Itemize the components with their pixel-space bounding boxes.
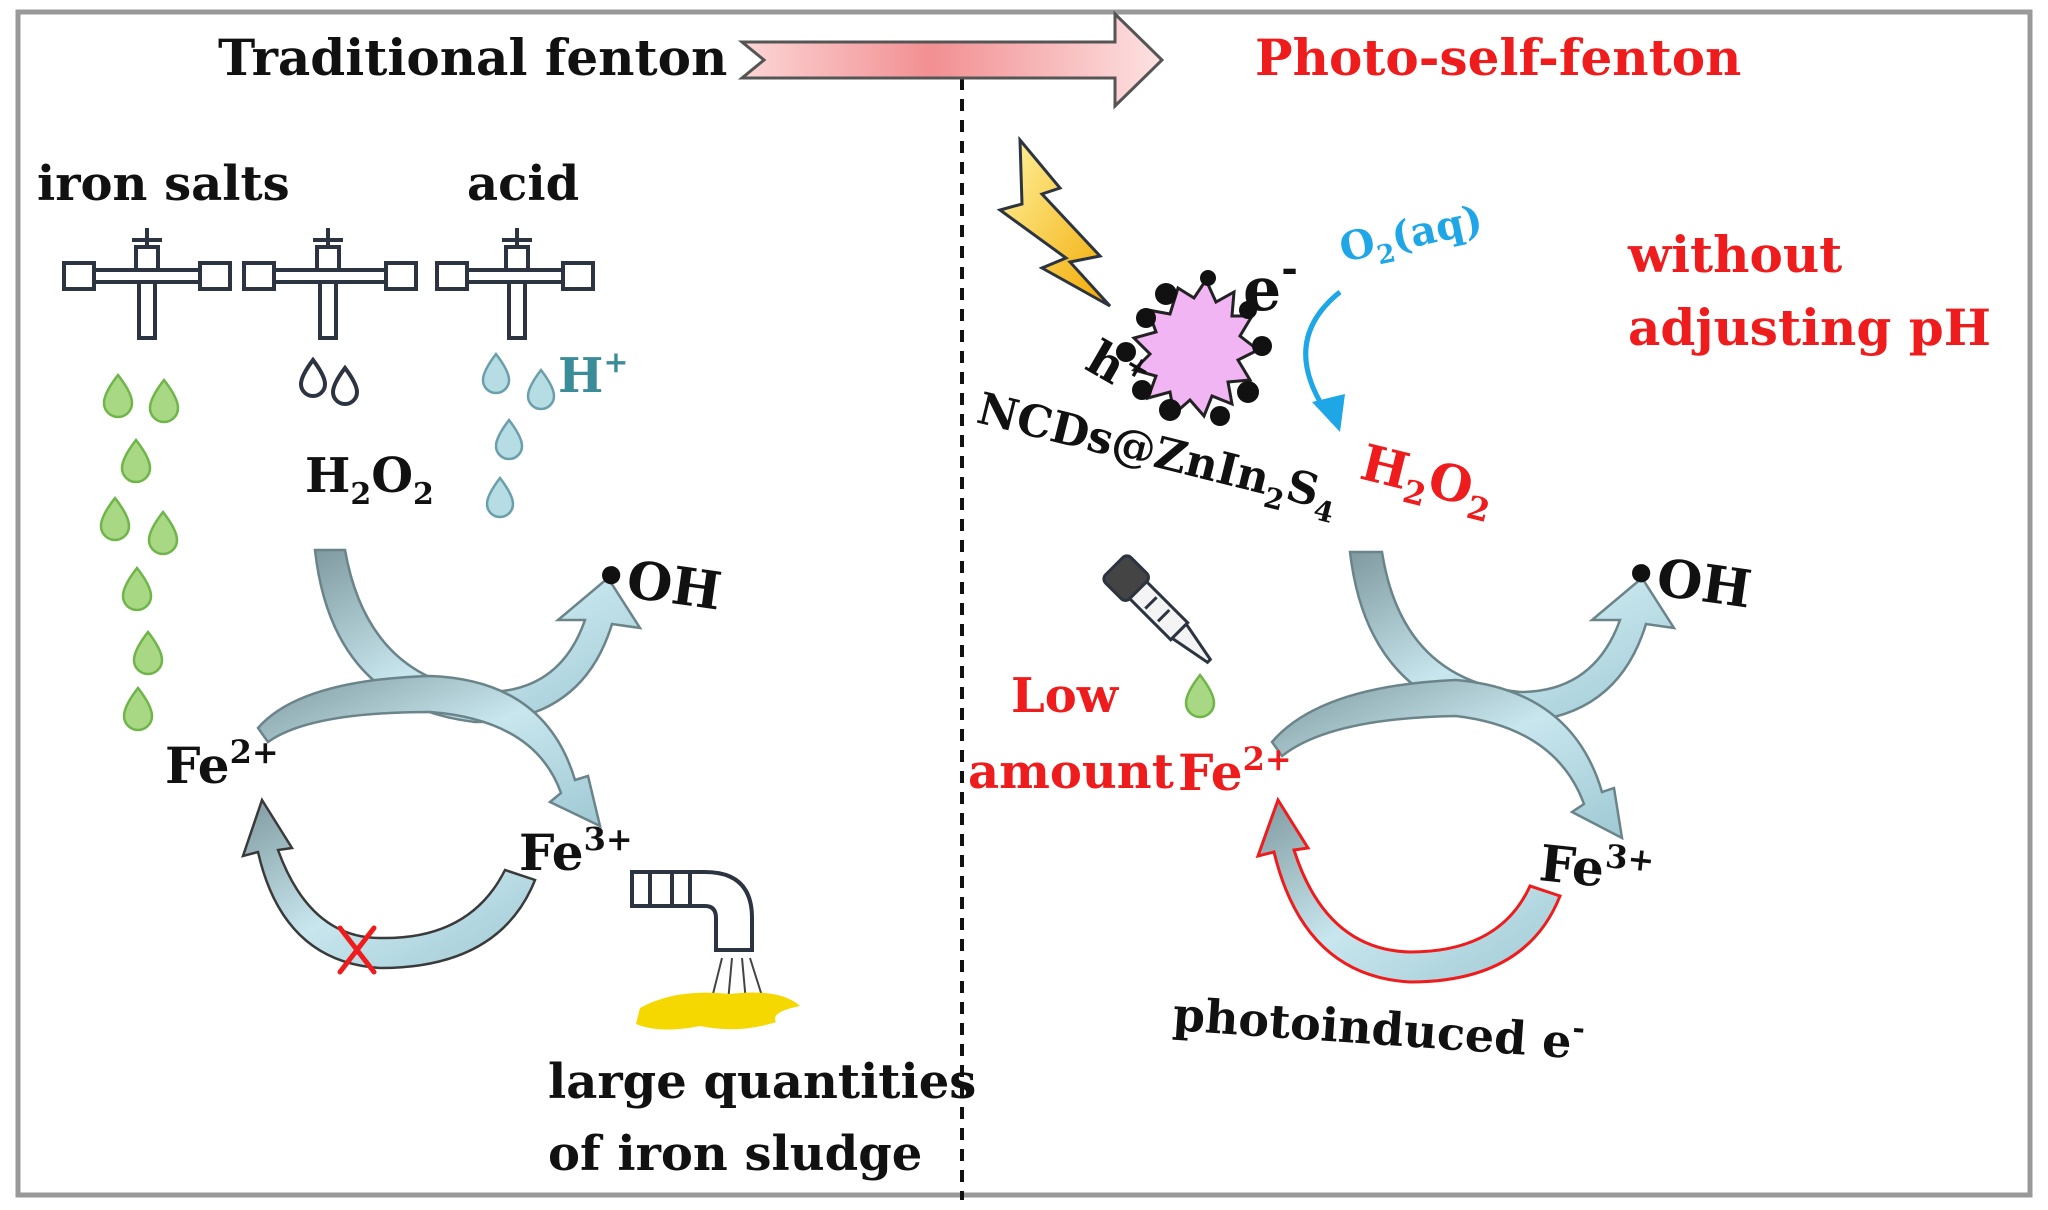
lightning-bolt-icon — [996, 135, 1112, 308]
droplet-icon — [147, 509, 179, 556]
note-line1: without — [1627, 225, 1842, 284]
label-fe3-left: Fe3+ — [519, 820, 633, 882]
o2-to-h2o2-arrow — [1303, 290, 1342, 412]
droplet-icon — [298, 356, 328, 398]
droplet-icon — [1184, 672, 1216, 719]
drain-pipe-icon — [630, 870, 754, 952]
label-o2-aq: O2(aq) — [1335, 196, 1488, 279]
droplet-icon — [485, 475, 515, 519]
droplet-icon — [102, 372, 134, 419]
label-photoinduced-e: photoinduced e- — [1171, 983, 1586, 1070]
label-h2o2-left: H2O2 — [305, 448, 434, 512]
blocked-cross-icon — [337, 925, 377, 975]
label-fe3-right: Fe3+ — [1537, 830, 1657, 904]
label-low: Low — [1011, 668, 1120, 724]
droplet-icon — [526, 367, 556, 411]
transition-arrow-icon — [737, 10, 1165, 110]
droplet-icon — [122, 685, 154, 732]
droplet-icon — [120, 437, 152, 484]
droplet-icon — [121, 565, 153, 612]
sludge-label-line2: of iron sludge — [548, 1126, 922, 1182]
outer-frame — [15, 9, 2033, 1198]
right-title: Photo-self-fenton — [1255, 28, 1741, 87]
droplet-icon — [494, 417, 524, 461]
catalyst-particle-icon — [1116, 270, 1272, 426]
label-electron: e- — [1243, 245, 1298, 325]
label-acid: acid — [467, 156, 579, 212]
fe3-to-fe2-arrow-right — [1255, 796, 1562, 984]
iron-sludge-puddle — [636, 992, 800, 1030]
faucet-icon-acid — [435, 228, 595, 340]
label-fe2-right: Fe2+ — [1178, 740, 1292, 802]
droplet-icon — [330, 364, 360, 406]
faucet-icon-iron — [62, 228, 232, 340]
label-h-plus: H+ — [558, 345, 629, 404]
fe3-to-fe2-arrow — [241, 797, 537, 970]
note-line2: adjusting pH — [1628, 298, 1991, 357]
label-iron-salts: iron salts — [37, 156, 290, 212]
faucet-icon-h2o2 — [242, 228, 418, 340]
fe2-to-fe3-arrow-right — [1270, 678, 1624, 841]
label-fe2-left: Fe2+ — [165, 733, 279, 795]
dropper-icon — [1102, 554, 1213, 665]
o2-arrowhead-icon — [1312, 394, 1345, 432]
acid-droplets — [481, 351, 556, 519]
droplet-icon — [99, 495, 131, 542]
droplet-icon — [132, 629, 164, 676]
left-title: Traditional fenton — [218, 28, 727, 87]
label-h2o2-right: H2O2 — [1353, 432, 1501, 530]
label-catalyst: NCDs@ZnIn2S4 — [970, 383, 1343, 530]
sludge-label-line1: large quantities — [548, 1054, 976, 1110]
droplet-icon — [148, 377, 180, 424]
fe2-to-fe3-arrow — [256, 674, 602, 829]
h2o2-droplets — [298, 356, 360, 406]
label-amount: amount — [968, 744, 1174, 800]
droplet-icon — [481, 351, 511, 395]
iron-droplets — [99, 372, 180, 732]
